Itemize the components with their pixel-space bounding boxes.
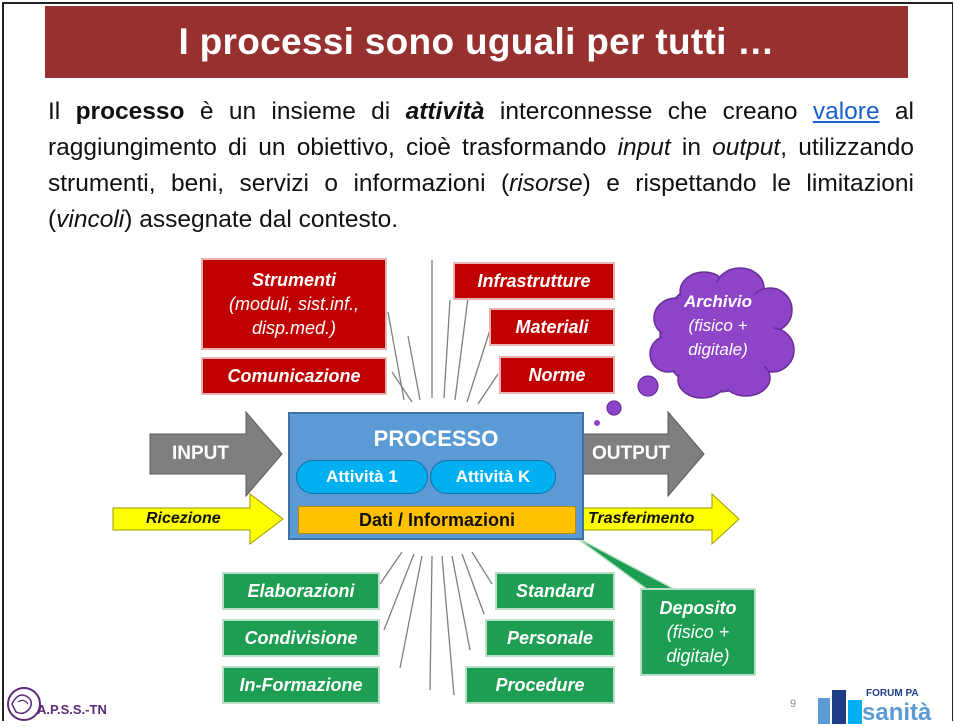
- connector-line: [391, 371, 413, 403]
- standard-box: Standard: [495, 572, 615, 610]
- connector-line: [407, 335, 421, 401]
- apss-logo-icon: [7, 687, 41, 721]
- output-label: OUTPUT: [592, 443, 671, 464]
- process-box: PROCESSO Attività 1 Attività K Dati / In…: [288, 412, 584, 540]
- intro-text: in: [670, 134, 713, 161]
- intro-text: al raggiungimento di un obiettivo, cioè …: [48, 98, 914, 161]
- connector-line: [466, 329, 491, 403]
- process-title: PROCESSO: [373, 426, 499, 451]
- cloud-bubble: [594, 420, 600, 426]
- in-formazione-box: In-Formazione: [222, 666, 380, 704]
- intro-bold-attivita: attività: [405, 98, 485, 125]
- attivita-k-pill: Attività K: [430, 460, 556, 494]
- strumenti-detail: disp.med.): [251, 318, 337, 338]
- trasferimento-label: Trasferimento: [588, 510, 695, 527]
- deposito-detail: digitale): [666, 646, 730, 666]
- connector-line: [441, 555, 455, 696]
- connector-line: [383, 553, 415, 631]
- strumenti-label: Strumenti: [251, 270, 336, 290]
- connector-line: [429, 555, 433, 691]
- norme-box: Norme: [499, 356, 615, 394]
- output-arrow: [577, 410, 705, 498]
- strumenti-box: Strumenti (moduli, sist.inf., disp.med.): [201, 258, 387, 350]
- intro-paragraph: Il processo è un insieme di attività int…: [48, 94, 914, 238]
- ricezione-arrow: [112, 492, 284, 546]
- forum-pa-logo-icon: [818, 690, 862, 724]
- sanita-label: sanità: [862, 699, 932, 726]
- intro-bold-processo: processo: [75, 98, 185, 125]
- intro-text: Il: [48, 98, 76, 125]
- cloud-bubble: [637, 375, 659, 397]
- strumenti-detail: (moduli, sist.inf.,: [228, 294, 360, 314]
- intro-text: ) assegnate dal contesto.: [124, 206, 399, 233]
- connector-line: [477, 373, 499, 405]
- personale-box: Personale: [485, 619, 615, 657]
- comunicazione-box: Comunicazione: [201, 357, 387, 395]
- input-label: INPUT: [172, 443, 229, 464]
- page-number: 9: [790, 698, 797, 710]
- intro-italic-vincoli: vincoli: [56, 206, 125, 233]
- archivio-cloud-fill: [662, 282, 774, 390]
- archivio-title: Archivio: [683, 292, 753, 311]
- forum-pa-label: FORUM PA: [866, 688, 919, 699]
- input-arrow: [149, 410, 283, 498]
- connector-line: [443, 299, 451, 399]
- intro-text: , utilizzando strumenti, beni, servizi o…: [48, 134, 914, 197]
- materiali-box: Materiali: [489, 308, 615, 346]
- intro-text: interconnesse che creano: [484, 98, 813, 125]
- archivio-detail: digitale): [688, 340, 748, 359]
- connector-line: [461, 553, 485, 615]
- archivio-label: Archivio (fisico + digitale): [666, 290, 770, 362]
- attivita-1-pill: Attività 1: [296, 460, 428, 494]
- apss-org-label: A.P.S.S.-TN: [37, 702, 107, 717]
- ricezione-label: Ricezione: [146, 510, 221, 527]
- intro-italic-input: input: [617, 134, 671, 161]
- intro-text: ) e rispettando le limitazioni (: [48, 170, 914, 233]
- deposito-title: Deposito: [659, 598, 737, 618]
- archivio-detail: (fisico +: [688, 316, 748, 335]
- intro-italic-risorse: risorse: [509, 170, 583, 197]
- connector-line: [379, 551, 403, 585]
- connector-line: [399, 555, 423, 669]
- dati-informazioni-bar: Dati / Informazioni: [298, 506, 576, 534]
- condivisione-box: Condivisione: [222, 619, 380, 657]
- valore-link[interactable]: valore: [812, 98, 880, 125]
- infrastrutture-box: Infrastrutture: [453, 262, 615, 300]
- connector-line: [451, 555, 471, 651]
- deposito-detail: (fisico +: [666, 622, 730, 642]
- intro-text: è un insieme di: [184, 98, 406, 125]
- elaborazioni-box: Elaborazioni: [222, 572, 380, 610]
- slide-title: I processi sono uguali per tutti …: [45, 6, 908, 78]
- trasferimento-arrow: [577, 492, 740, 546]
- procedure-box: Procedure: [465, 666, 615, 704]
- deposito-callout: Deposito (fisico + digitale): [640, 588, 756, 676]
- connector-line: [471, 551, 493, 585]
- cloud-bubble: [606, 400, 622, 416]
- intro-italic-output: output: [712, 134, 781, 161]
